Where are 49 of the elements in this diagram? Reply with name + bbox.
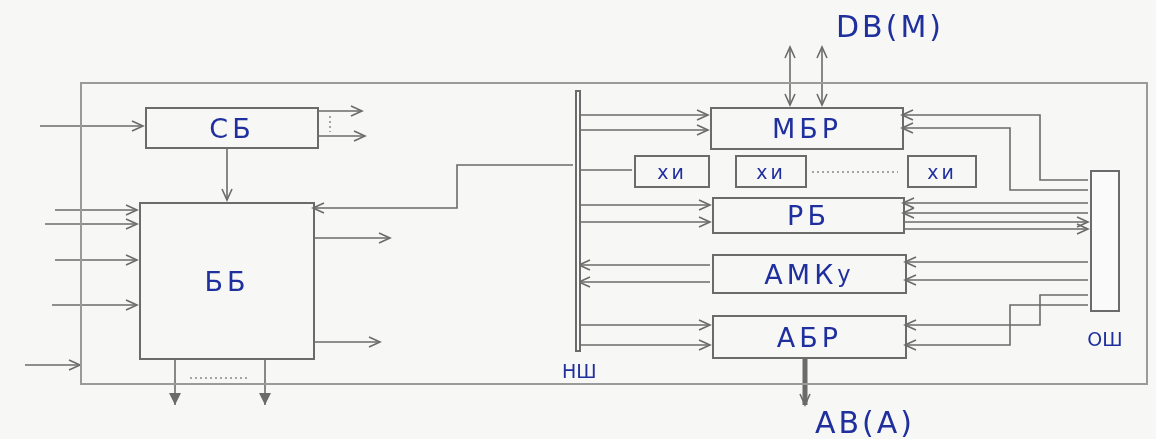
arrow — [169, 357, 181, 406]
bus-label: ОШ — [1086, 328, 1124, 350]
arrow — [904, 274, 1089, 286]
connector-line — [578, 169, 633, 171]
block-box: хи — [735, 155, 807, 188]
arrow — [578, 319, 711, 331]
arrow — [316, 105, 363, 117]
block-box: МБР — [710, 107, 904, 150]
arrow — [221, 146, 233, 201]
block-box: ББ — [139, 202, 315, 360]
arrow — [904, 256, 1089, 268]
arrow — [578, 259, 711, 271]
arrow — [578, 124, 709, 136]
block-box: СБ — [145, 107, 319, 149]
block-box: АБР — [712, 315, 907, 359]
arrow — [312, 164, 574, 214]
arrow — [901, 109, 1089, 181]
block-box: хи — [634, 155, 710, 188]
arrow — [904, 294, 1089, 331]
arrow — [578, 276, 711, 288]
arrow — [54, 204, 138, 216]
arrow — [578, 339, 711, 351]
arrow — [259, 357, 271, 406]
arrow — [816, 46, 828, 106]
arrow — [316, 130, 366, 142]
bus-label: НШ — [562, 360, 596, 382]
arrow — [901, 122, 1089, 191]
arrow — [902, 223, 1089, 235]
block-box: РБ — [712, 197, 905, 234]
arrow — [784, 46, 796, 106]
arrow — [902, 207, 1089, 219]
arrow — [312, 232, 391, 244]
arrow — [578, 199, 711, 211]
arrow — [578, 216, 711, 228]
arrow — [24, 359, 81, 371]
arrow — [902, 197, 1089, 209]
arrow — [902, 216, 1089, 228]
bus-label: DB(M) — [770, 5, 1010, 47]
arrow — [44, 218, 138, 230]
arrow — [39, 120, 144, 132]
arrow — [904, 304, 1089, 351]
arrow — [312, 336, 381, 348]
block-frame — [80, 82, 1148, 385]
block-box: хи — [907, 155, 977, 188]
arrow — [51, 299, 138, 311]
bus-label: AB(A) — [780, 405, 950, 439]
arrow — [54, 254, 138, 266]
arrow — [799, 357, 811, 406]
arrow — [578, 109, 709, 121]
